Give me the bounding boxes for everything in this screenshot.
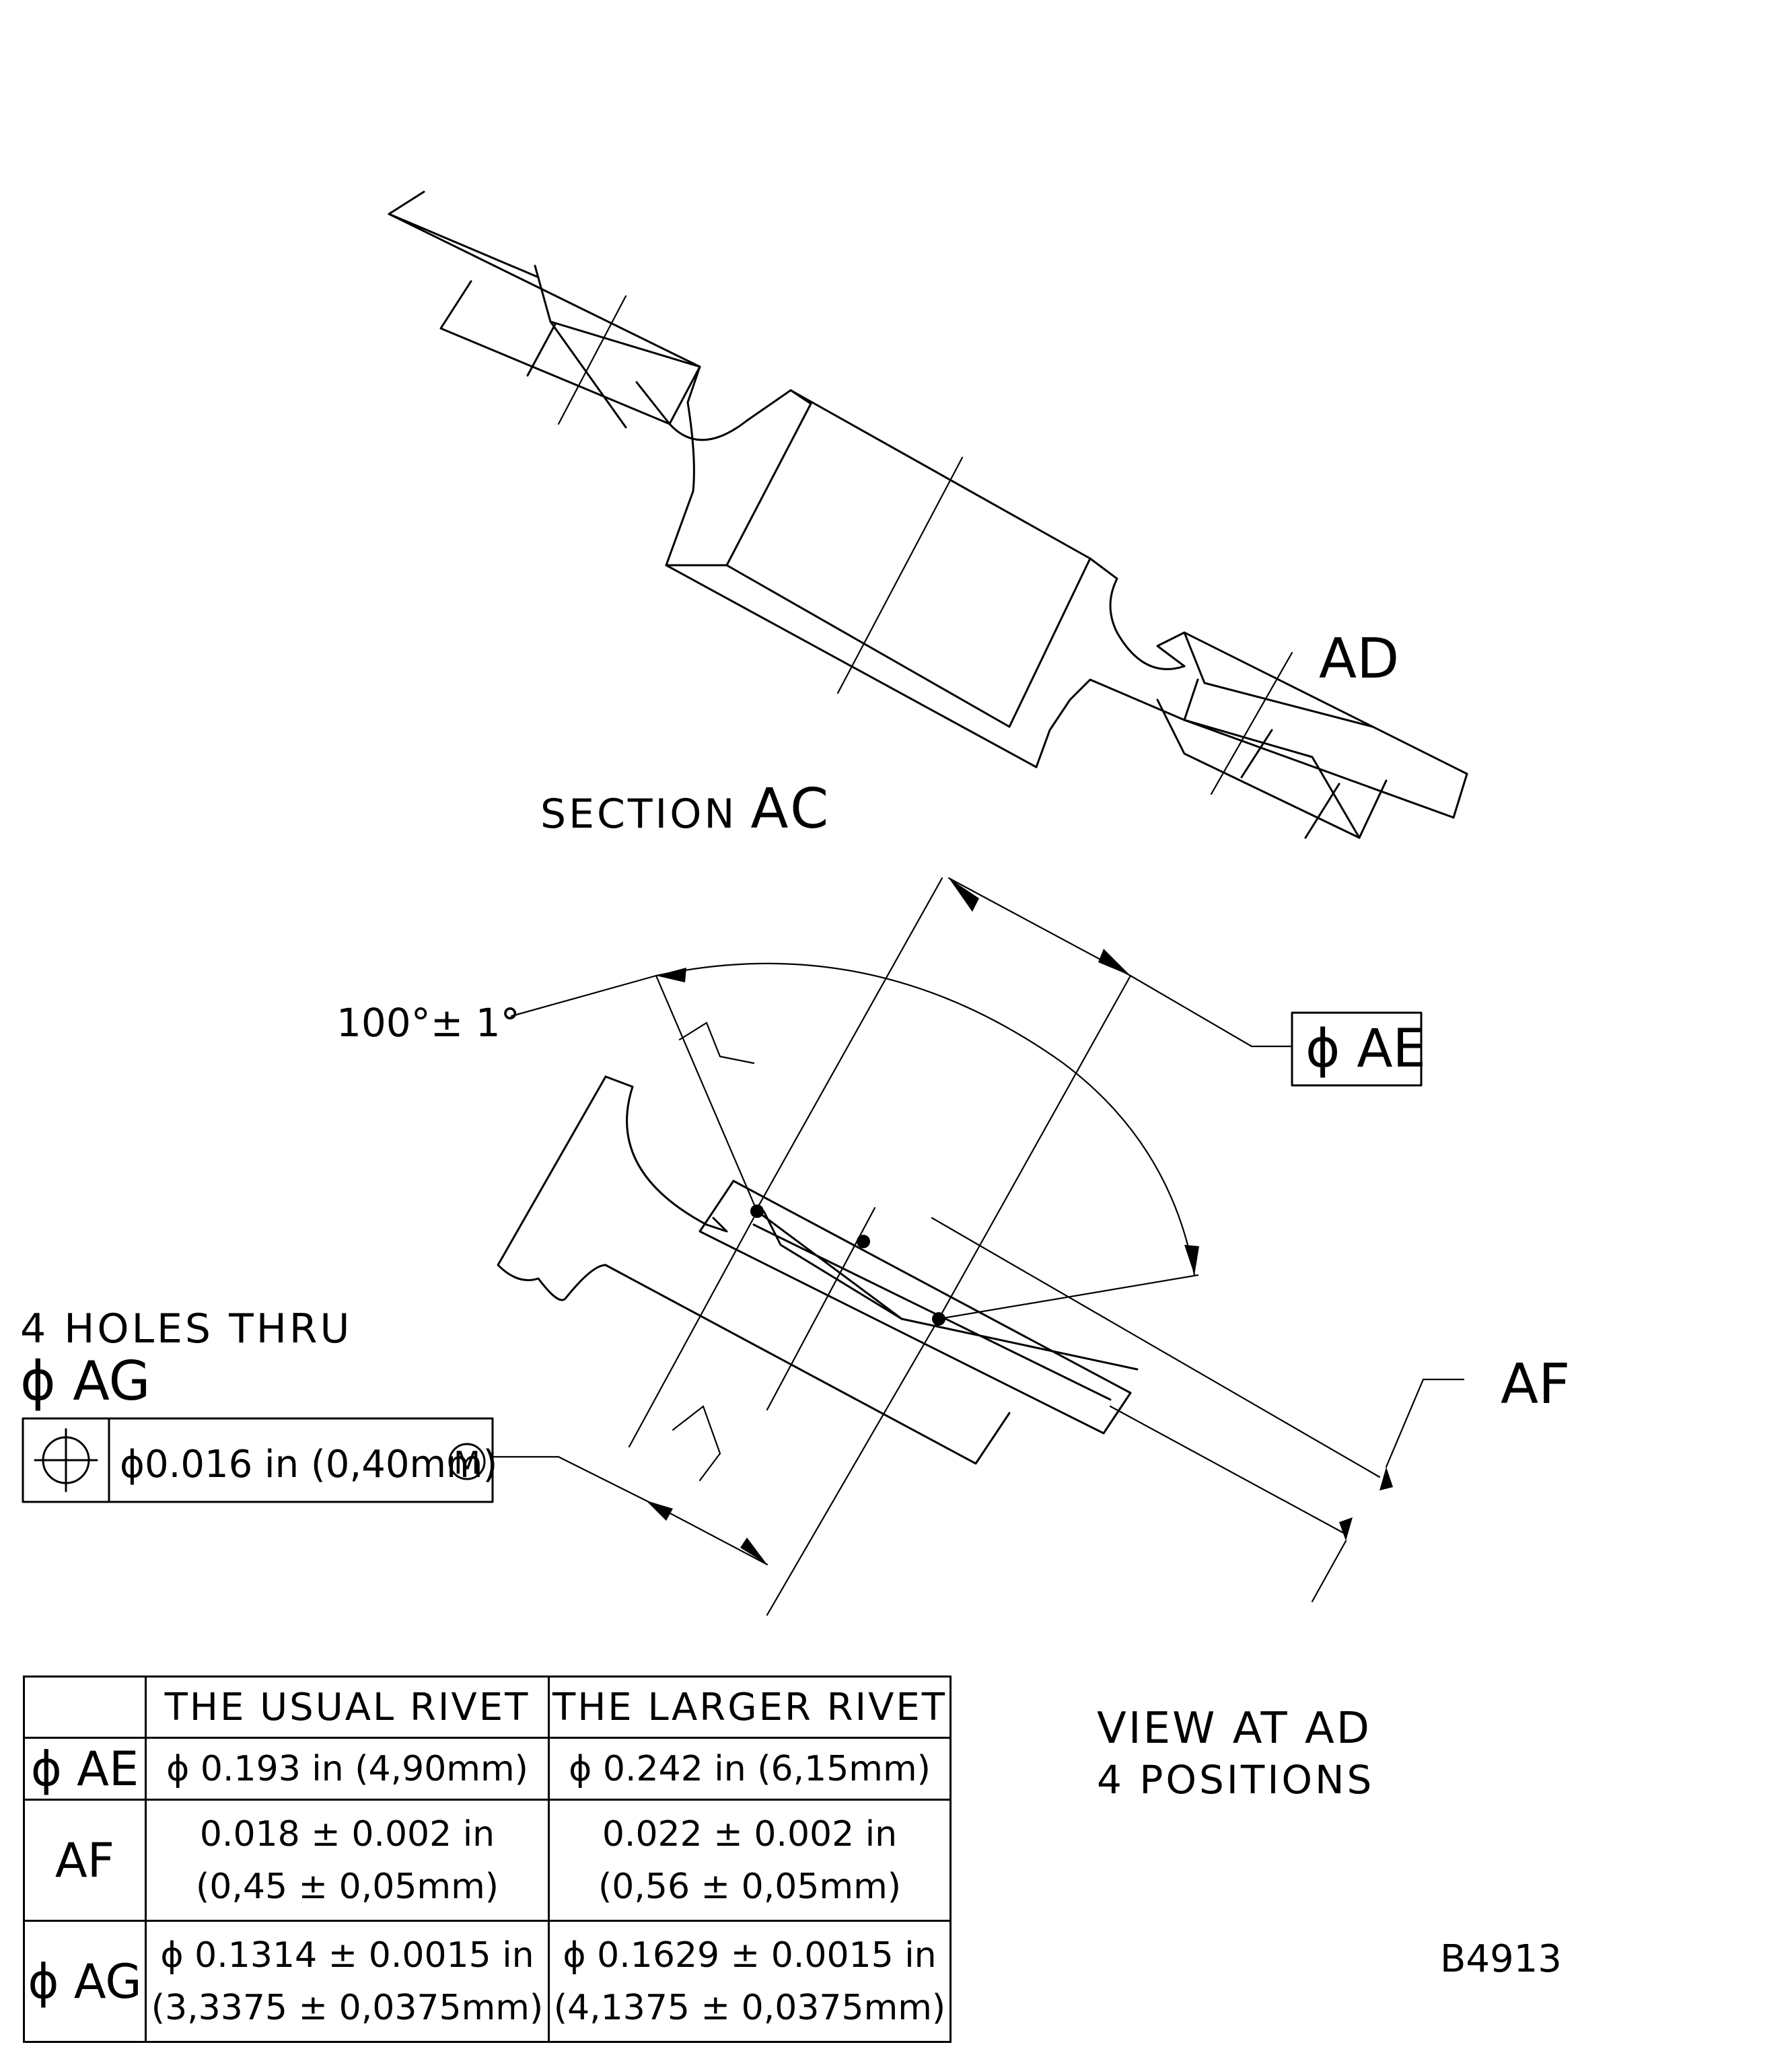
cell-af-larger-mm: (0,56 ± 0,05mm) bbox=[598, 1866, 902, 1907]
row-label-af: AF bbox=[23, 1799, 147, 1922]
row-label-ag: ϕ AG bbox=[23, 1920, 147, 2043]
dim-ae-label: ϕ AE bbox=[1305, 1019, 1426, 1079]
cell-af-larger-in: 0.022 ± 0.002 in bbox=[602, 1813, 898, 1854]
cell-ag-larger-mm: (4,1375 ± 0,0375mm) bbox=[553, 1987, 946, 2028]
table-header-usual: THE USUAL RIVET bbox=[145, 1676, 550, 1739]
figure-code: B4913 bbox=[1440, 1937, 1562, 1981]
fcf-tolerance: ϕ0.016 in (0,40mm) bbox=[120, 1443, 497, 1486]
cell-ag-usual: ϕ 0.1314 ± 0.0015 in (3,3375 ± 0,0375mm) bbox=[145, 1920, 550, 2043]
view-ad-part bbox=[490, 877, 1465, 1616]
holes-line1: 4 HOLES THRU bbox=[20, 1305, 352, 1353]
cell-ag-larger-in: ϕ 0.1629 ± 0.0015 in bbox=[563, 1935, 937, 1976]
view-label-line2: 4 POSITIONS bbox=[1097, 1757, 1374, 1803]
cell-af-usual-mm: (0,45 ± 0,05mm) bbox=[195, 1866, 499, 1907]
section-ac-part bbox=[388, 190, 1468, 839]
row-label-ae: ϕ AE bbox=[23, 1737, 147, 1801]
view-point-label: AD bbox=[1319, 627, 1399, 691]
view-label-line1: VIEW AT AD bbox=[1097, 1704, 1371, 1754]
cell-af-larger: 0.022 ± 0.002 in (0,56 ± 0,05mm) bbox=[548, 1799, 952, 1922]
rivet-dimension-table: THE USUAL RIVET THE LARGER RIVET ϕ AE ϕ … bbox=[23, 1676, 952, 2043]
dim-ae-box bbox=[1291, 1011, 1423, 1087]
holes-line2: ϕ AG bbox=[20, 1350, 151, 1412]
table-row: ϕ AE ϕ 0.193 in (4,90mm) ϕ 0.242 in (6,1… bbox=[23, 1737, 952, 1801]
feature-control-frame: ϕ0.016 in (0,40mm) M bbox=[22, 1417, 497, 1503]
table-header-row: THE USUAL RIVET THE LARGER RIVET bbox=[23, 1676, 952, 1739]
cell-ag-usual-in: ϕ 0.1314 ± 0.0015 in bbox=[160, 1935, 534, 1976]
cell-af-usual: 0.018 ± 0.002 in (0,45 ± 0,05mm) bbox=[145, 1799, 550, 1922]
table-row: ϕ AG ϕ 0.1314 ± 0.0015 in (3,3375 ± 0,03… bbox=[23, 1920, 952, 2043]
table-row: AF 0.018 ± 0.002 in (0,45 ± 0,05mm) 0.02… bbox=[23, 1799, 952, 1922]
cell-af-usual-in: 0.018 ± 0.002 in bbox=[199, 1813, 495, 1854]
modifier-circle-icon bbox=[448, 1443, 486, 1480]
dim-af-label: AF bbox=[1501, 1353, 1570, 1416]
cell-ag-usual-mm: (3,3375 ± 0,0375mm) bbox=[151, 1987, 544, 2028]
angle-label: 100°± 1° bbox=[336, 1000, 520, 1046]
table-header-larger: THE LARGER RIVET bbox=[548, 1676, 952, 1739]
cell-ag-larger: ϕ 0.1629 ± 0.0015 in (4,1375 ± 0,0375mm) bbox=[548, 1920, 952, 2043]
fcf-modifier: M bbox=[454, 1445, 480, 1481]
table-header-empty bbox=[23, 1676, 147, 1739]
cell-ae-larger: ϕ 0.242 in (6,15mm) bbox=[548, 1737, 952, 1801]
cell-ae-usual: ϕ 0.193 in (4,90mm) bbox=[145, 1737, 550, 1801]
